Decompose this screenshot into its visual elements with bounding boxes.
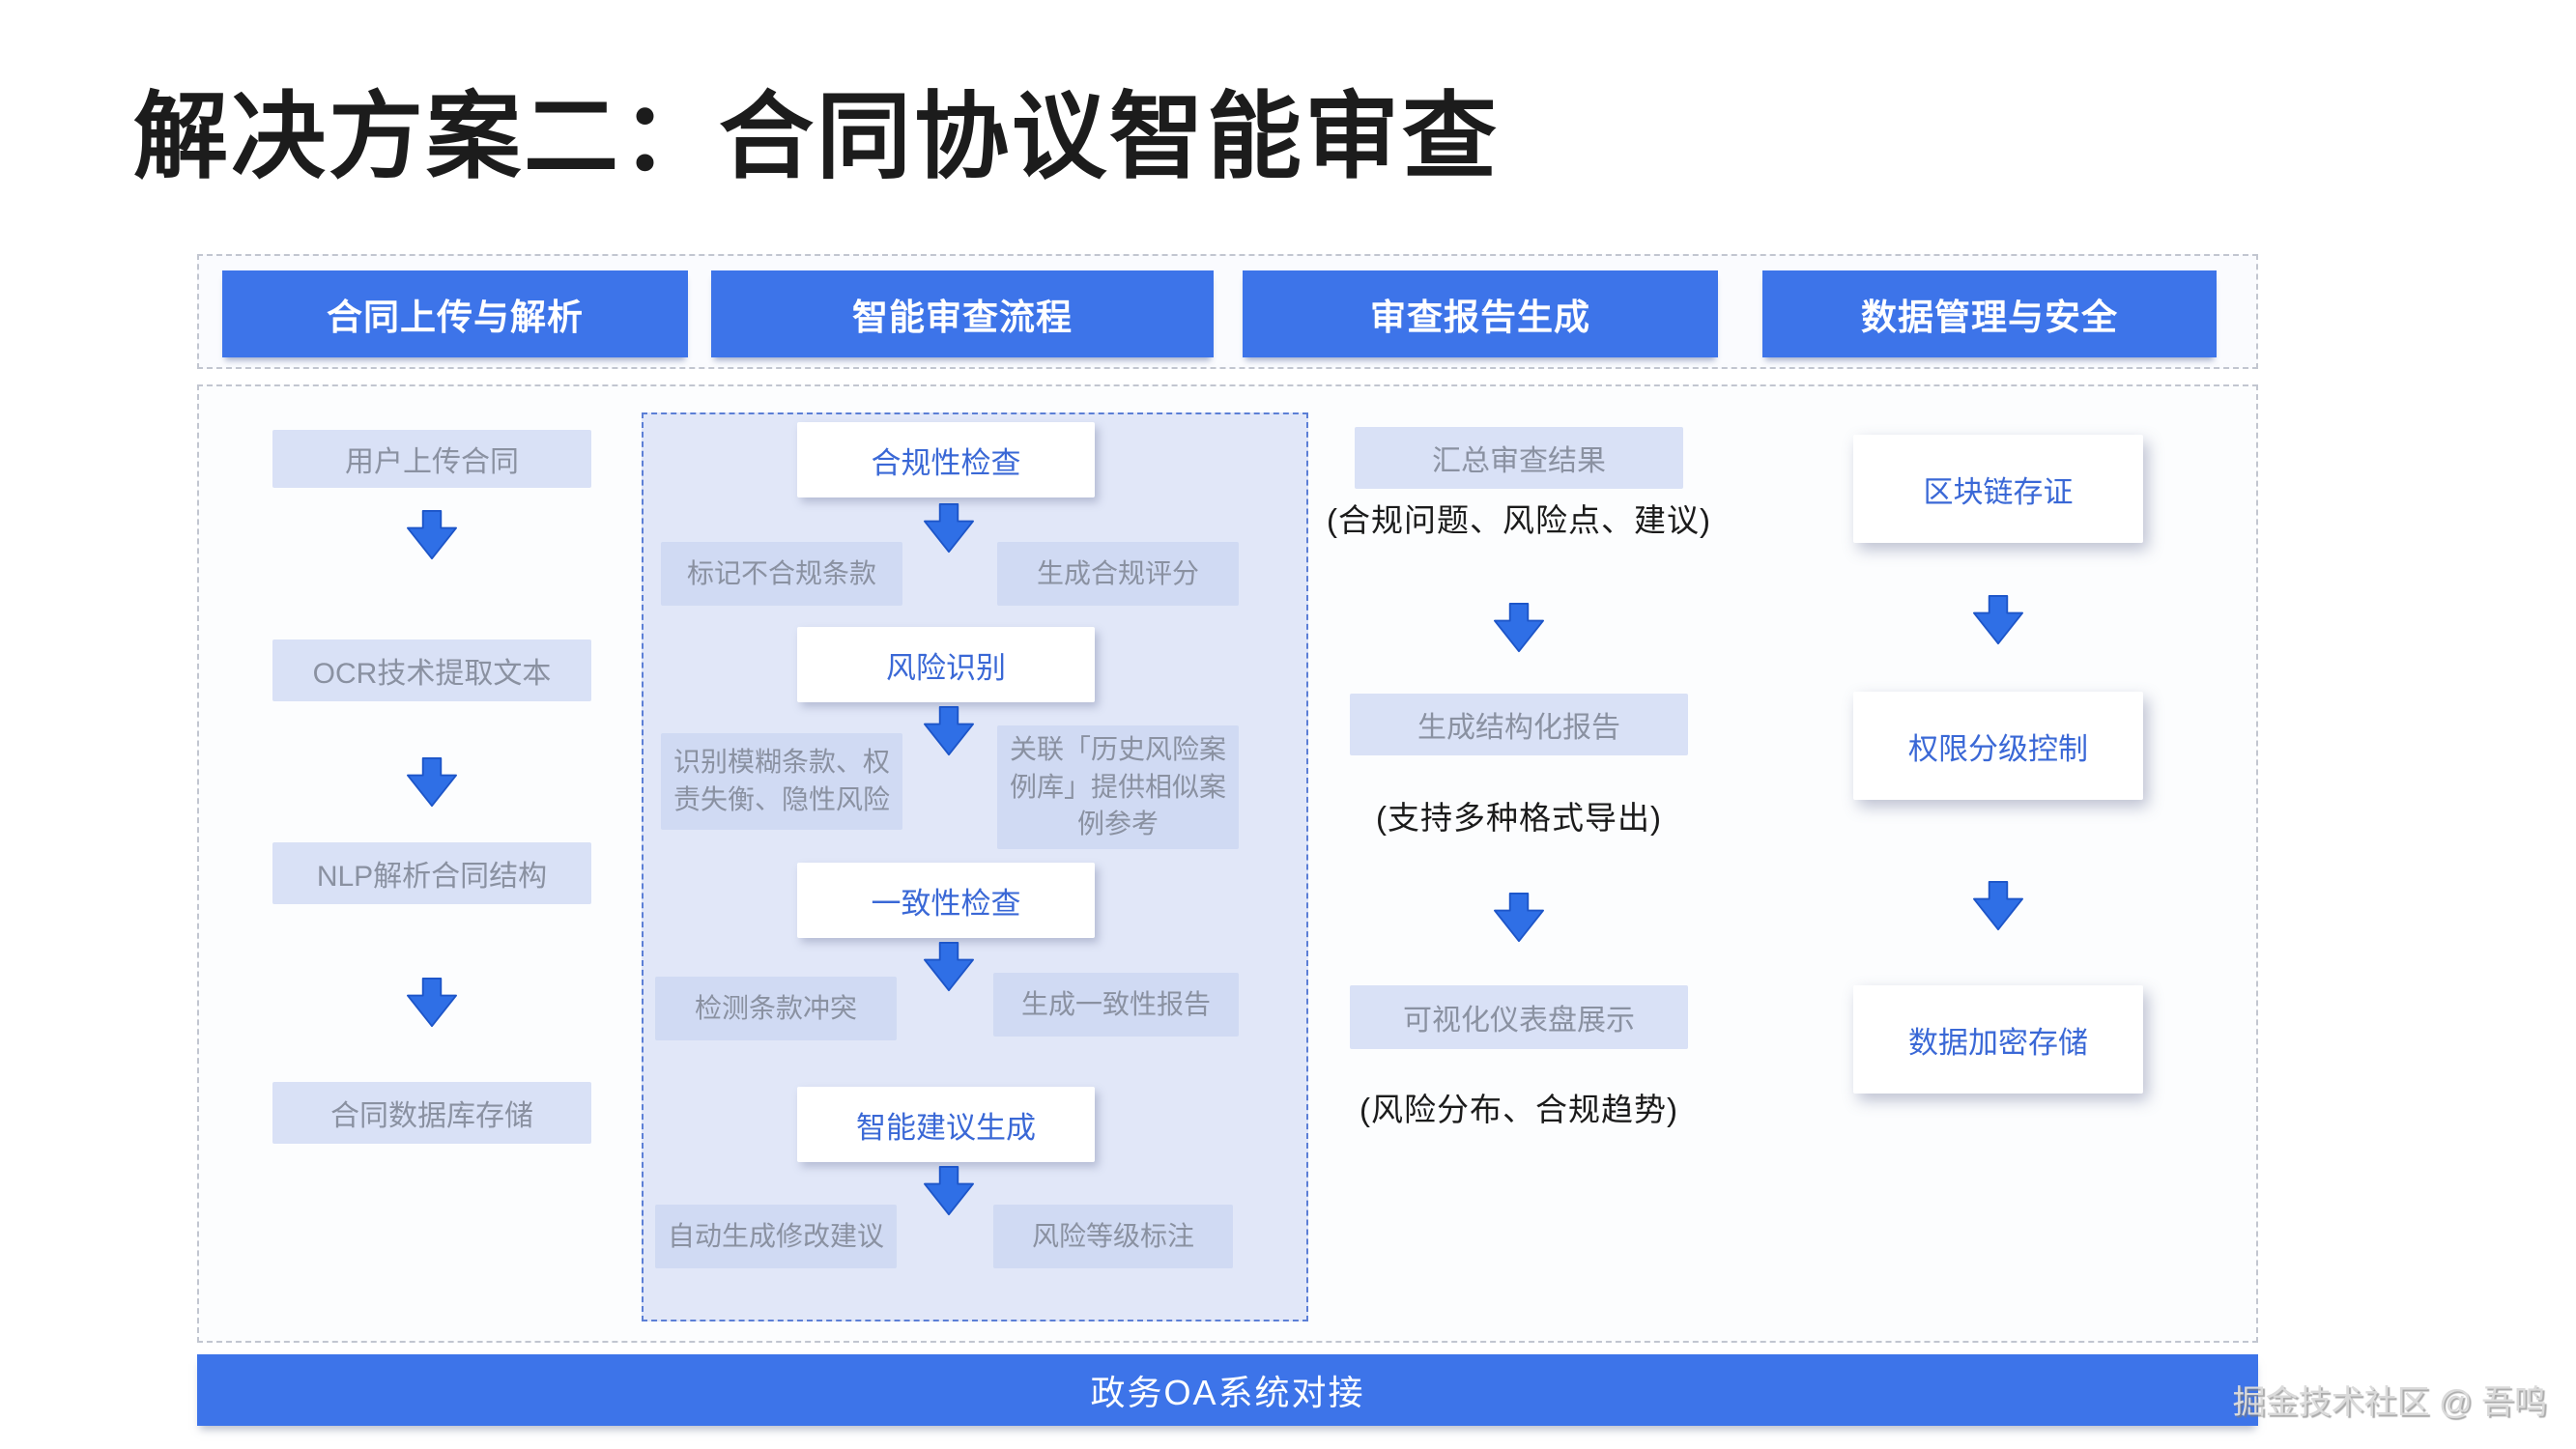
arrow-down-icon xyxy=(406,510,458,560)
security-step-box: 权限分级控制 xyxy=(1853,692,2143,800)
report-step-note: (合规问题、风险点、建议) xyxy=(1327,502,1711,538)
security-step-box: 数据加密存储 xyxy=(1853,985,2143,1094)
footer-bar-label: 政务OA系统对接 xyxy=(1090,1373,1365,1412)
upload-step-box: OCR技术提取文本 xyxy=(272,639,591,701)
upload-step-box: NLP解析合同结构 xyxy=(272,842,591,904)
stage-output-box: 标记不合规条款 xyxy=(661,542,902,606)
stage-title-box: 合规性检查 xyxy=(797,422,1095,497)
tab-data-security: 数据管理与安全 xyxy=(1762,270,2217,357)
stage-output-box: 识别模糊条款、权责失衡、隐性风险 xyxy=(661,733,902,830)
stage-output-box: 关联「历史风险案例库」提供相似案例参考 xyxy=(997,725,1239,849)
arrow-down-icon xyxy=(406,978,458,1028)
flow-canvas: 用户上传合同 OCR技术提取文本 NLP解析合同结构 合同数据库存储 合规性检查… xyxy=(197,384,2258,1343)
arrow-down-icon xyxy=(1972,881,2024,931)
report-step-box: 汇总审查结果 xyxy=(1355,427,1683,489)
security-step-box: 区块链存证 xyxy=(1853,435,2143,543)
watermark: 掘金技术社区 @ 吾鸣 xyxy=(2232,1384,2547,1421)
stage-output-box: 自动生成修改建议 xyxy=(655,1205,897,1268)
arrow-down-icon xyxy=(923,942,975,992)
upload-step-box: 用户上传合同 xyxy=(272,430,591,488)
stage-title-box: 一致性检查 xyxy=(797,863,1095,938)
stage-output-box: 生成合规评分 xyxy=(997,542,1239,606)
tab-contract-upload: 合同上传与解析 xyxy=(222,270,688,357)
report-step-box: 可视化仪表盘展示 xyxy=(1350,985,1688,1049)
page-title: 解决方案二：合同协议智能审查 xyxy=(133,83,1501,189)
upload-step-box: 合同数据库存储 xyxy=(272,1082,591,1144)
stage-output-box: 检测条款冲突 xyxy=(655,977,897,1040)
footer-bar: 政务OA系统对接 xyxy=(197,1354,2258,1426)
report-step-note: (风险分布、合规趋势) xyxy=(1360,1092,1678,1127)
header-tabs-container: 合同上传与解析 智能审查流程 审查报告生成 数据管理与安全 xyxy=(197,254,2258,369)
arrow-down-icon xyxy=(1493,603,1545,653)
stage-title-box: 风险识别 xyxy=(797,627,1095,702)
report-step-box: 生成结构化报告 xyxy=(1350,694,1688,755)
arrow-down-icon xyxy=(923,706,975,756)
arrow-down-icon xyxy=(923,1166,975,1216)
review-process-panel: 合规性检查 标记不合规条款 生成合规评分 风险识别 识别模糊条款、权责失衡、隐性… xyxy=(642,412,1308,1321)
tab-review-process: 智能审查流程 xyxy=(711,270,1214,357)
report-step-note: (支持多种格式导出) xyxy=(1376,800,1662,836)
arrow-down-icon xyxy=(406,757,458,808)
arrow-down-icon xyxy=(923,503,975,554)
arrow-down-icon xyxy=(1972,595,2024,645)
stage-title-box: 智能建议生成 xyxy=(797,1087,1095,1162)
stage-output-box: 风险等级标注 xyxy=(993,1205,1233,1268)
stage-output-box: 生成一致性报告 xyxy=(993,973,1239,1037)
arrow-down-icon xyxy=(1493,893,1545,943)
tab-report-generation: 审查报告生成 xyxy=(1243,270,1718,357)
